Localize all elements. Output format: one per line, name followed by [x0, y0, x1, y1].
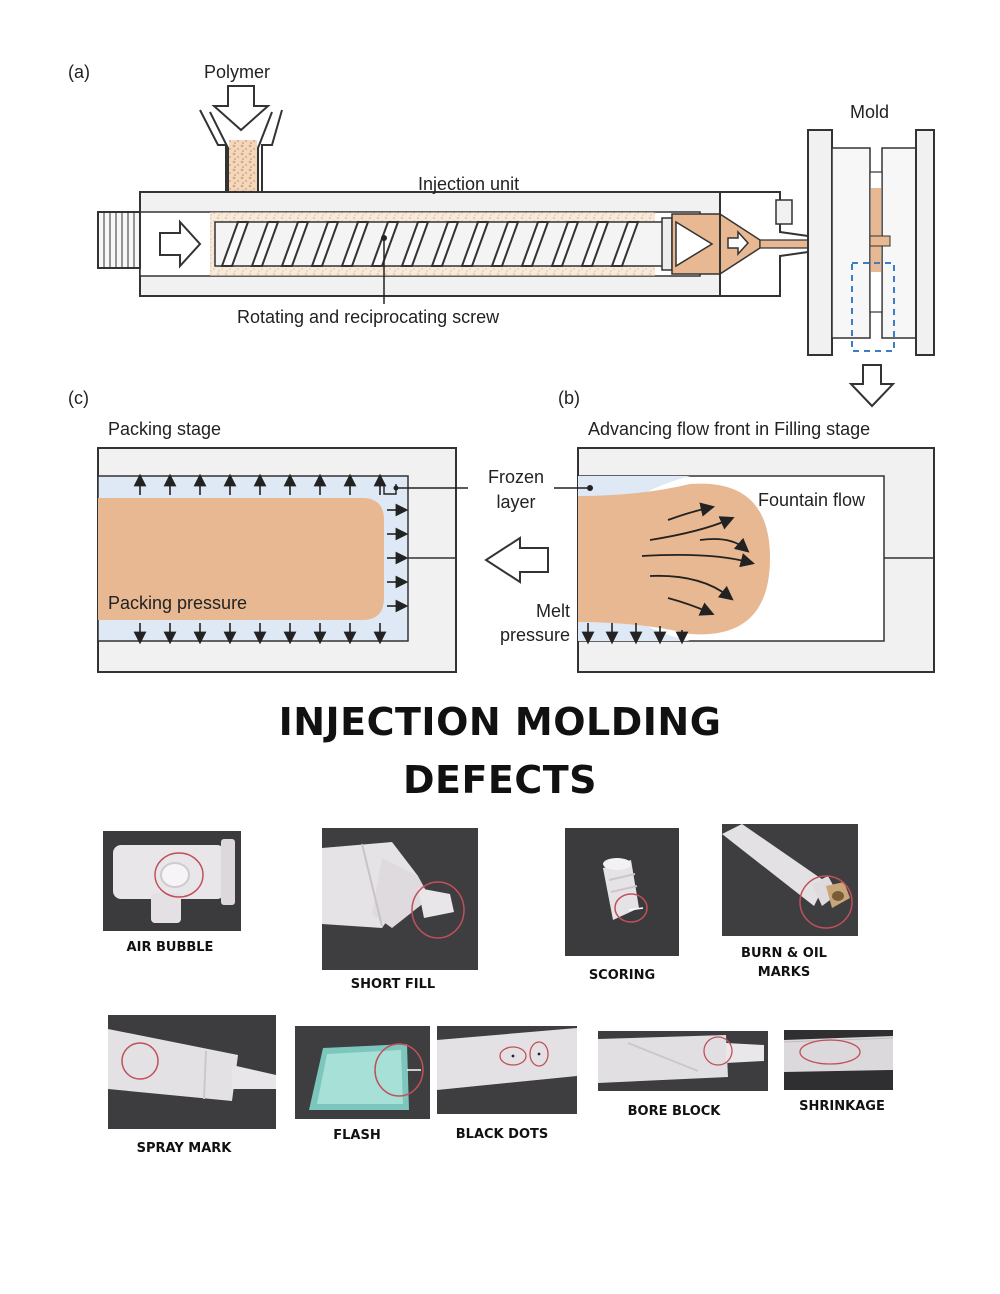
injection-unit — [97, 85, 935, 408]
air-bubble-caption: AIR BUBBLE — [126, 940, 214, 955]
panel-b-label: (b) — [558, 388, 580, 408]
packing-pressure-arrows-right — [387, 503, 409, 613]
panel-a-label: (a) — [68, 62, 90, 82]
defect-circle — [799, 1039, 861, 1065]
polymer-label: Polymer — [204, 62, 271, 82]
short-fill-photo — [322, 828, 478, 970]
black-dots-photo — [437, 1026, 577, 1114]
fountain-flow-label: Fountain flow — [758, 490, 866, 510]
scoring-caption: SCORING — [588, 968, 656, 983]
defect-circle — [614, 893, 648, 923]
defect-circle — [411, 881, 465, 939]
motor — [97, 211, 141, 269]
scoring-photo — [565, 828, 679, 956]
defect-circle — [499, 1046, 527, 1066]
packing-stage-label: Packing stage — [108, 419, 222, 439]
defect-circle — [154, 852, 204, 898]
packing-stage-cavity — [97, 447, 468, 673]
frozen-layer-label-line1: Frozen — [487, 467, 545, 487]
panel-c-label: (c) — [68, 388, 89, 408]
burn-oil-caption-line2: MARKS — [757, 965, 811, 980]
bore-block-caption: BORE BLOCK — [627, 1104, 721, 1119]
air-bubble-photo — [103, 831, 241, 931]
bore-block-photo — [598, 1031, 768, 1091]
mold-label: Mold — [850, 102, 890, 122]
shrinkage-photo — [784, 1030, 893, 1090]
burn-oil-photo — [722, 824, 858, 936]
packing-pressure-arrows-up — [133, 473, 387, 495]
packing-pressure-arrows-down — [133, 623, 387, 645]
defect-circle — [703, 1036, 733, 1066]
shrinkage-caption: SHRINKAGE — [799, 1099, 885, 1114]
frozen-layer-label-line2: layer — [496, 492, 536, 512]
flash-photo — [295, 1026, 430, 1119]
barrel — [97, 191, 873, 297]
spray-mark-photo — [108, 1015, 276, 1129]
injection-molding-diagram — [97, 85, 935, 673]
black-dots-caption: BLACK DOTS — [455, 1127, 549, 1142]
mold — [807, 129, 935, 408]
melt-pressure-arrows — [581, 623, 689, 645]
defect-circle — [121, 1042, 159, 1080]
screw-label: Rotating and reciprocating screw — [237, 307, 500, 327]
fountain-flow-arrows — [641, 502, 755, 616]
defect-circle — [374, 1043, 424, 1097]
screw-flights — [220, 221, 640, 267]
melt-pressure-label-line2: pressure — [499, 625, 570, 645]
polymer-down-arrow — [211, 85, 271, 132]
mold-down-arrow — [848, 364, 896, 408]
title-line2: DEFECTS — [402, 758, 598, 802]
spray-mark-caption: SPRAY MARK — [136, 1141, 232, 1156]
short-fill-caption: SHORT FILL — [350, 977, 436, 992]
packed-melt — [98, 498, 384, 620]
flash-caption: FLASH — [333, 1128, 381, 1143]
filling-stage-label: Advancing flow front in Filling stage — [588, 419, 871, 439]
defect-circle — [529, 1041, 549, 1067]
melt-pressure-label-line1: Melt — [535, 601, 570, 621]
packing-pressure-label: Packing pressure — [108, 593, 248, 613]
filling-stage-cavity — [554, 447, 935, 673]
defect-circle — [799, 875, 853, 929]
burn-oil-caption-line1: BURN & OIL — [741, 946, 827, 961]
advancing-melt — [578, 483, 770, 635]
injection-unit-label: Injection unit — [418, 174, 520, 194]
title-line1: INJECTION MOLDING — [278, 700, 722, 744]
feed-arrow — [159, 219, 202, 269]
stage-transition-arrow — [484, 536, 549, 584]
